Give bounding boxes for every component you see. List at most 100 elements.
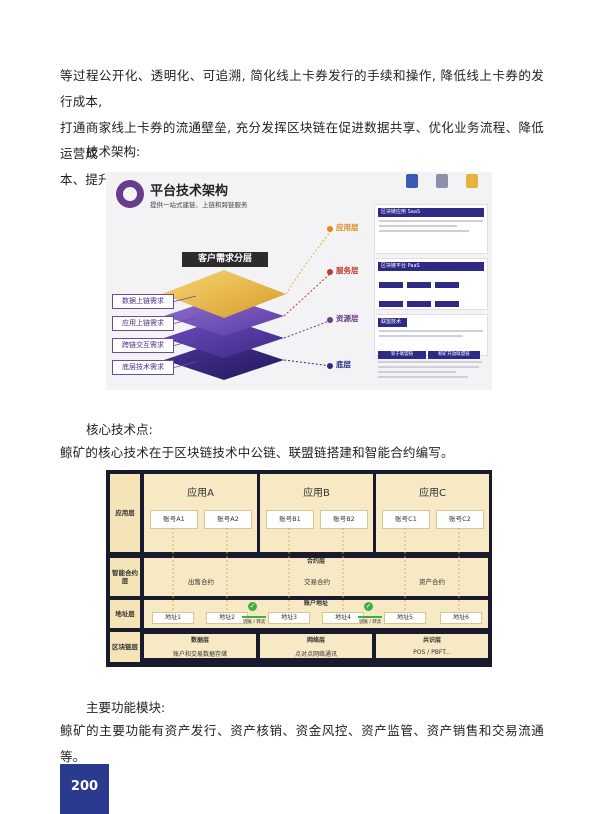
chain-column-head: 共识层 <box>422 637 441 644</box>
figure-title: 平台技术架构 <box>150 184 229 199</box>
text-placeholder <box>378 371 457 373</box>
intro-paragraph: 等过程公开化、透明化、可追溯, 简化线上卡券发行的手续和操作, 降低线上卡券的发… <box>60 63 544 193</box>
tech-panel-title: 联盟技术 <box>378 318 407 327</box>
layer-service-label: 服务层 <box>336 266 359 275</box>
text-placeholder <box>379 330 483 332</box>
demand-item: 底层技术需求 <box>112 360 174 375</box>
transfer-label: 转账 / 转卖 <box>359 620 382 625</box>
camera-icon <box>466 174 478 188</box>
check-icon: ✓ <box>364 602 373 611</box>
contract-cell: 交易合约 <box>304 578 330 586</box>
demand-item: 数据上链需求 <box>112 294 174 309</box>
layer-resource-label: 资源层 <box>336 314 359 323</box>
connector-line <box>283 319 333 339</box>
account-box: 账号C2 <box>436 510 484 529</box>
paas-panel-title: 区块链平台 PaaS <box>378 262 484 271</box>
side-label-chain: 区块链层 <box>110 632 140 662</box>
core-tech-figure: 应用层 智能合约层 地址层 区块链层 应用A 账号A1 账号A2 应用B 账号B… <box>106 470 492 667</box>
account-box: 账号B2 <box>320 510 368 529</box>
page-number: 200 <box>60 764 109 814</box>
account-box: 账号C1 <box>382 510 430 529</box>
connector-line <box>283 271 333 317</box>
paas-panel: 区块链平台 PaaS <box>374 258 488 322</box>
chain-column-body: 点对点网络通讯 <box>294 651 337 658</box>
text-placeholder <box>378 361 482 363</box>
layer-dot <box>327 269 333 275</box>
address-box: 地址5 <box>384 612 426 624</box>
heading-modules: 主要功能模块: <box>86 700 166 715</box>
layer-app-label: 应用层 <box>336 223 359 232</box>
side-label-contract: 智能合约层 <box>110 558 140 596</box>
chain-buttons: 等于联盟链鲸矿开放联盟链 <box>375 340 487 360</box>
heading-core-tech: 核心技术点: <box>86 422 153 437</box>
app-title: 应用A <box>187 488 214 499</box>
transfer-label: 转账 / 转卖 <box>243 620 266 625</box>
address-box: 地址1 <box>152 612 194 624</box>
core-tech-paragraph: 鲸矿的核心技术在于区块链技术中公链、联盟链搭建和智能合约编写。 <box>60 445 454 460</box>
text-line: 等过程公开化、透明化、可追溯, 简化线上卡券发行的手续和操作, 降低线上卡券的发… <box>60 68 544 109</box>
layer-app-shape <box>162 270 286 318</box>
saas-panel: 区块链应用 SaaS <box>374 204 488 254</box>
brand-logo-icon <box>116 180 144 208</box>
architecture-figure: 平台技术架构 提供一站式建链、上链和跨链服务 客户需求分层 <box>106 172 492 390</box>
layer-dot <box>327 226 333 232</box>
check-icon: ✓ <box>248 602 257 611</box>
connector-line <box>171 339 197 347</box>
address-box: 地址2 <box>206 612 248 624</box>
contract-cell: 资产合约 <box>419 578 445 586</box>
demand-item: 应用上链需求 <box>112 316 174 331</box>
text-placeholder <box>378 366 479 368</box>
transfer-arrow-icon <box>242 616 266 618</box>
connector-line <box>171 361 197 369</box>
contract-cell: 出售合约 <box>188 578 214 586</box>
phone-icon <box>436 174 448 188</box>
text-placeholder <box>378 376 468 378</box>
heading-architecture: 技术架构: <box>86 144 141 159</box>
text-placeholder <box>379 230 469 232</box>
app-icon <box>406 174 418 188</box>
address-box: 地址3 <box>268 612 310 624</box>
address-band-title: 账户地址 <box>303 600 328 607</box>
connector-line <box>171 295 197 303</box>
demand-item: 跨链交互需求 <box>112 338 174 353</box>
chain-tag: 鲸矿开放联盟链 <box>428 351 480 359</box>
app-panel-b: 应用B 账号B1 账号B2 <box>260 474 373 552</box>
layer-resource-shape <box>164 318 284 358</box>
link-lines <box>172 528 460 612</box>
chain-column: 共识层 POS / PBFT... <box>376 634 488 658</box>
account-box: 账号B1 <box>266 510 314 529</box>
demand-layer-label: 客户需求分层 <box>182 252 268 267</box>
address-box: 地址4 <box>322 612 364 624</box>
text-placeholder <box>379 225 458 227</box>
chain-column: 数据层 账户和交易数据存储 <box>144 634 256 658</box>
text-line: 打通商家线上卡券的流通壁垒, 充分发挥区块链在促进数据共享、优化业务流程、降低运… <box>60 120 544 161</box>
chain-tag: 等于联盟链 <box>378 351 426 359</box>
module-row <box>375 293 487 312</box>
chain-band: 数据层 账户和交易数据存储 网络层 点对点网络通讯 共识层 POS / PBFT… <box>144 632 488 662</box>
connector-line <box>171 317 197 325</box>
contract-band: 合约层 出售合约 交易合约 资产合约 <box>144 558 488 596</box>
chain-column: 网络层 点对点网络通讯 <box>260 634 372 658</box>
app-title: 应用C <box>419 488 446 499</box>
connector-line <box>285 229 333 295</box>
layer-dot <box>327 363 333 369</box>
app-panel-c: 应用C 账号C1 账号C2 <box>376 474 489 552</box>
connector-line <box>283 359 333 367</box>
modules-paragraph: 鲸矿的主要功能有资产发行、资产核销、资金风控、资产监管、资产销售和交易流通等。 <box>60 723 544 764</box>
address-box: 地址6 <box>440 612 482 624</box>
side-label-address: 地址层 <box>110 600 140 628</box>
account-box: 账号A2 <box>204 510 252 529</box>
app-panel-a: 应用A 账号A1 账号A2 <box>144 474 257 552</box>
saas-panel-title: 区块链应用 SaaS <box>378 208 484 217</box>
text-placeholder <box>379 220 483 222</box>
layer-bottom-label: 底层 <box>336 360 351 369</box>
account-box: 账号A1 <box>150 510 198 529</box>
bottom-notes <box>374 358 486 386</box>
app-title: 应用B <box>303 488 330 499</box>
layer-bottom-shape <box>164 340 284 380</box>
chain-column-body: 账户和交易数据存储 <box>172 651 227 658</box>
side-label-app: 应用层 <box>110 474 140 552</box>
chain-column-head: 网络层 <box>306 637 325 644</box>
chain-column-body: POS / PBFT... <box>413 649 451 656</box>
chain-column-head: 数据层 <box>190 637 209 644</box>
